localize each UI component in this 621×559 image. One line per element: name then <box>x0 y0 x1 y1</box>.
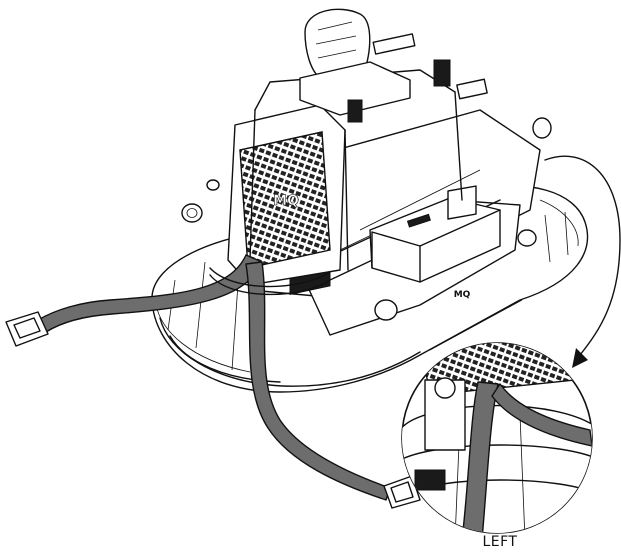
callout-arrow <box>544 155 621 368</box>
lifting-straps <box>37 254 391 501</box>
front-grille: MQ <box>227 104 346 286</box>
left-detail-view <box>401 342 593 534</box>
mq-logo-plate: MQ <box>447 185 477 300</box>
control-joysticks <box>347 33 488 123</box>
svg-text:MQ: MQ <box>454 290 471 300</box>
svg-text:MQ: MQ <box>273 193 299 209</box>
strap-hook-bottom <box>383 475 421 509</box>
operator-seat <box>299 8 411 116</box>
ride-on-trowel: MQ MQ <box>5 8 589 509</box>
strap-hook-left <box>5 311 49 347</box>
view-caption-left: LEFT <box>482 534 518 550</box>
